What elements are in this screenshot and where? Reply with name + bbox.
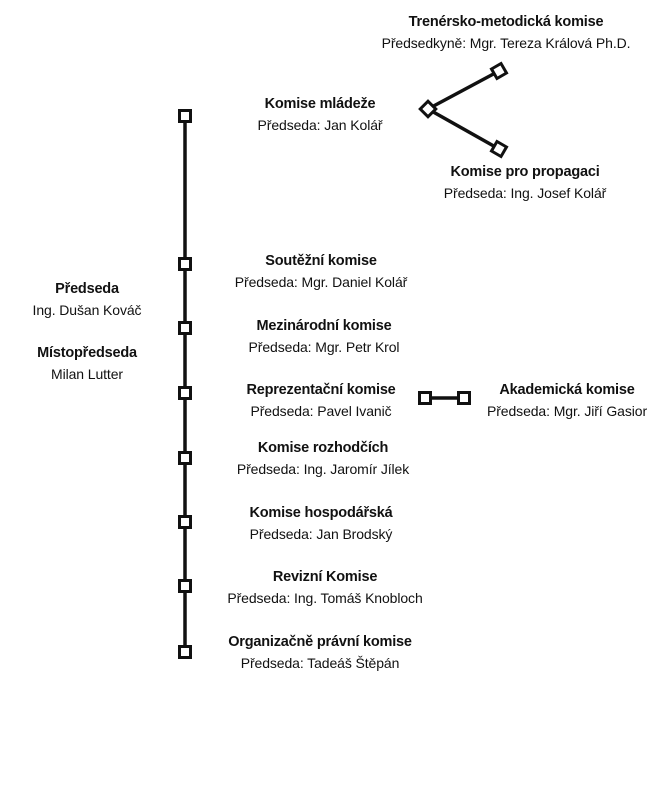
committee-head: Předseda: Jan Brodský <box>249 526 393 542</box>
vice-chair-block: Místopředseda Milan Lutter <box>37 343 137 385</box>
subcommittee-title: Trenérsko-metodická komise <box>408 14 604 30</box>
committee-head: Předseda: Pavel Ivanič <box>250 403 392 419</box>
committee-head: Předseda: Ing. Jaromír Jílek <box>236 461 410 477</box>
subcommittee-head: Předseda: Ing. Josef Kolář <box>443 185 607 201</box>
node-reprezentacni-komise <box>178 386 192 400</box>
committee-title: Komise mládeže <box>264 96 376 112</box>
node-soutezni-komise <box>178 257 192 271</box>
subcommittee-head: Předsedkyně: Mgr. Tereza Králová Ph.D. <box>381 35 631 51</box>
committee-revizni-komise: Revizní Komise Předseda: Ing. Tomáš Knob… <box>227 567 422 609</box>
node-reprezentacni-link <box>418 391 432 405</box>
committee-title: Reprezentační komise <box>246 382 396 398</box>
committee-komise-mladeze: Komise mládeže Předseda: Jan Kolář <box>258 94 383 136</box>
committee-title: Soutěžní komise <box>265 253 377 269</box>
node-trenersko-metodicka-komise <box>489 61 509 81</box>
branch-line-promotion <box>427 107 500 151</box>
chair-block: Předseda Ing. Dušan Kováč <box>33 279 142 321</box>
subcommittee-pro-propagaci: Komise pro propagaci Předseda: Ing. Jose… <box>444 162 606 204</box>
node-komise-pro-propagaci <box>489 139 509 159</box>
node-branch-junction <box>418 99 438 119</box>
node-organizacne-pravni-komise <box>178 645 192 659</box>
node-mezinarodni-komise <box>178 321 192 335</box>
committee-mezinarodni-komise: Mezinárodní komise Předseda: Mgr. Petr K… <box>249 316 400 358</box>
committee-title: Komise rozhodčích <box>257 440 389 456</box>
committee-head: Předseda: Mgr. Daniel Kolář <box>234 274 408 290</box>
vice-chair-name: Milan Lutter <box>51 366 123 382</box>
subcommittee-title: Akademická komise <box>499 382 635 398</box>
committee-head: Předseda: Ing. Tomáš Knobloch <box>227 590 423 606</box>
committee-title: Mezinárodní komise <box>256 318 392 334</box>
subcommittee-trenersko-metodicka: Trenérsko-metodická komise Předsedkyně: … <box>382 12 631 54</box>
committee-head: Předseda: Tadeáš Štěpán <box>240 655 400 671</box>
node-komise-mladeze <box>178 109 192 123</box>
committee-reprezentacni-komise: Reprezentační komise Předseda: Pavel Iva… <box>246 380 395 422</box>
committee-komise-hospodarska: Komise hospodářská Předseda: Jan Brodský <box>249 503 392 545</box>
committee-head: Předseda: Mgr. Petr Krol <box>248 339 400 355</box>
node-komise-rozhodcich <box>178 451 192 465</box>
chair-name: Ing. Dušan Kováč <box>32 302 142 318</box>
chair-title: Předseda <box>55 281 119 297</box>
branch-line-coaching <box>427 69 500 111</box>
node-akademicka-komise <box>457 391 471 405</box>
committee-title: Organizačně právní komise <box>228 634 412 650</box>
subcommittee-title: Komise pro propagaci <box>450 164 600 180</box>
node-komise-hospodarska <box>178 515 192 529</box>
committee-title: Revizní Komise <box>272 569 378 585</box>
subcommittee-head: Předseda: Mgr. Jiří Gasior <box>486 403 648 419</box>
committee-komise-rozhodcich: Komise rozhodčích Předseda: Ing. Jaromír… <box>237 438 409 480</box>
node-revizni-komise <box>178 579 192 593</box>
committee-title: Komise hospodářská <box>249 505 393 521</box>
subcommittee-akademicka: Akademická komise Předseda: Mgr. Jiří Ga… <box>487 380 647 422</box>
vice-chair-title: Místopředseda <box>37 345 137 361</box>
committee-soutezni-komise: Soutěžní komise Předseda: Mgr. Daniel Ko… <box>235 251 407 293</box>
committee-organizacne-pravni-komise: Organizačně právní komise Předseda: Tade… <box>228 632 412 674</box>
committee-head: Předseda: Jan Kolář <box>257 117 383 133</box>
